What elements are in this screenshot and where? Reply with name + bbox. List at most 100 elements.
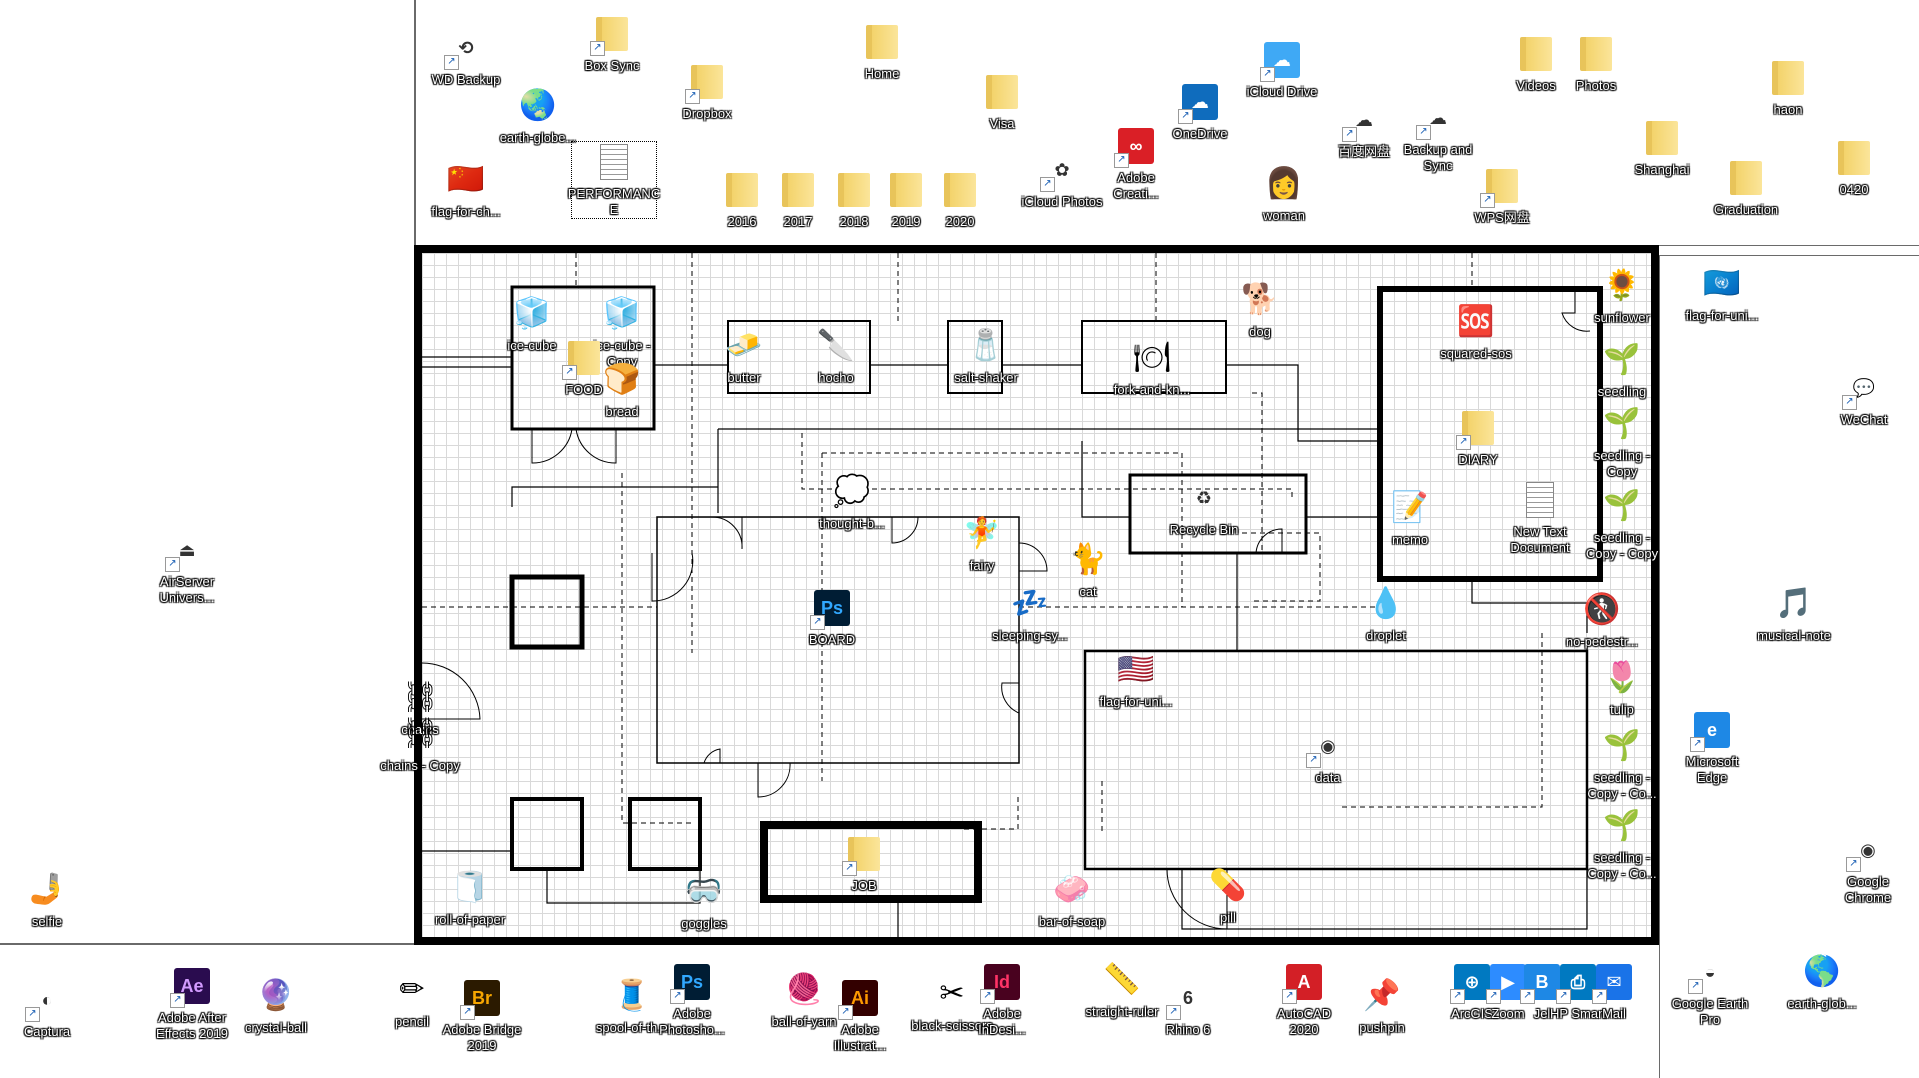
desktop-icon-backup-sync[interactable]: ☁↗Backup and Sync (1396, 98, 1480, 174)
desktop-icon-wd-backup[interactable]: ⟲↗WD Backup (424, 28, 508, 88)
desktop-icon-flag-un[interactable]: 🇺🇳flag-for-uni... (1680, 264, 1764, 324)
desktop-icon-rhino[interactable]: 6↗Rhino 6 (1146, 978, 1230, 1038)
desktop-icon-y2017[interactable]: 2017 (756, 170, 840, 230)
desktop-icon-diary[interactable]: ↗DIARY (1436, 408, 1520, 468)
desktop-icon-sleeping[interactable]: 💤sleeping-sy... (988, 584, 1072, 644)
desktop-icon-straight-ruler[interactable]: 📏straight-ruler (1080, 960, 1164, 1020)
shortcut-arrow-icon: ↗ (1688, 979, 1703, 994)
desktop-icon-food[interactable]: ↗FOOD (542, 338, 626, 398)
desktop-icon-thought-balloon[interactable]: 💭thought-b... (810, 472, 894, 532)
desktop-icon-seedling-copy-co-2[interactable]: 🌱seedling - Copy - Co... (1580, 806, 1664, 882)
desktop-icon-wechat[interactable]: 💬↗WeChat (1822, 368, 1906, 428)
desktop-icon-flag-china[interactable]: 🇨🇳flag-for-ch... (424, 160, 508, 220)
desktop-icon-autocad[interactable]: A↗AutoCAD 2020 (1262, 962, 1346, 1038)
desktop-icon-pushpin[interactable]: 📌pushpin (1340, 976, 1424, 1036)
desktop-icon-adobe-cc[interactable]: ∞↗Adobe Creati... (1094, 126, 1178, 202)
desktop-icon-butter[interactable]: 🧈butter (702, 326, 786, 386)
desktop-icon-salt-shaker[interactable]: 🧂salt-shaker (944, 326, 1028, 386)
desktop-icon-seedling[interactable]: 🌱seedling (1580, 340, 1664, 400)
desktop-icon-droplet[interactable]: 💧droplet (1344, 584, 1428, 644)
desktop-icon-google-earth[interactable]: ◒↗Google Earth Pro (1668, 952, 1752, 1028)
desktop-icon-y2016[interactable]: 2016 (700, 170, 784, 230)
icon-label: black-scissors (911, 1018, 993, 1033)
desktop-icon-woman[interactable]: 👩woman (1242, 164, 1326, 224)
desktop-icon-arcgis[interactable]: ⊕↗ArcGIS (1430, 962, 1514, 1022)
icon-label: dog (1249, 324, 1271, 339)
desktop-icon-box-sync[interactable]: ↗Box Sync (570, 14, 654, 74)
desktop-icon-musical-note[interactable]: 🎵musical-note (1752, 584, 1836, 644)
desktop-icon-crystal-ball[interactable]: 🔮crystal-ball (234, 976, 318, 1036)
desktop-icon-jelly[interactable]: B↗Jel (1500, 962, 1584, 1022)
desktop-icon-memo[interactable]: 📝memo (1368, 488, 1452, 548)
desktop-icon-visa[interactable]: Visa (960, 72, 1044, 132)
desktop-icon-performance[interactable]: PERFORMANCE (568, 141, 660, 219)
desktop-icon-dog[interactable]: 🐕dog (1218, 280, 1302, 340)
desktop-icon-photoshop[interactable]: Ps↗Adobe Photosho... (650, 962, 734, 1038)
desktop-icon-fork-knife[interactable]: 🍽fork-and-kn... (1110, 338, 1194, 398)
desktop-icon-illustrator[interactable]: Ai↗Adobe Illustrat... (818, 978, 902, 1054)
desktop-icon-chrome[interactable]: ◉↗Google Chrome (1826, 830, 1910, 906)
desktop-icon-graduation[interactable]: Graduation (1704, 158, 1788, 218)
desktop-icon-y2018[interactable]: 2018 (812, 170, 896, 230)
desktop-icon-ice-cube[interactable]: 🧊ice-cube (490, 294, 574, 354)
desktop-icon-seedling-copy-copy[interactable]: 🌱seedling - Copy - Copy (1580, 486, 1664, 562)
desktop-icon-pencil[interactable]: ✏pencil (370, 970, 454, 1030)
desktop-icon-f0420[interactable]: 0420 (1812, 138, 1896, 198)
desktop-icon-after-effects[interactable]: Ae↗Adobe After Effects 2019 (150, 966, 234, 1042)
desktop-icon-videos[interactable]: Videos (1494, 34, 1578, 94)
desktop-icon-pill[interactable]: 💊pill (1186, 866, 1270, 926)
desktop-icon-bar-of-soap[interactable]: 🧼bar-of-soap (1030, 870, 1114, 930)
desktop-icon-cat[interactable]: 🐈cat (1046, 540, 1130, 600)
desktop-icon-y2020[interactable]: 2020 (918, 170, 1002, 230)
desktop-icon-fairy[interactable]: 🧚fairy (940, 514, 1024, 574)
desktop-icon-recycle-bin[interactable]: ♻Recycle Bin (1162, 478, 1246, 538)
desktop-icon-selfie[interactable]: 🤳selfie (5, 870, 89, 930)
desktop-icon-chains[interactable]: ⛓chains (378, 678, 462, 738)
icon-label: Visa (989, 116, 1015, 131)
desktop-icon-earth-globe-bottom[interactable]: 🌎earth-glob... (1780, 952, 1864, 1012)
desktop-icon-bridge[interactable]: Br↗Adobe Bridge 2019 (440, 978, 524, 1054)
desktop-icon-ice-cube-copy[interactable]: 🧊ice-cube - Copy (580, 294, 664, 370)
desktop-icon-flag-us[interactable]: 🇺🇸flag-for-uni... (1094, 650, 1178, 710)
desktop-icon-tulip[interactable]: 🌷tulip (1580, 658, 1664, 718)
desktop-icon-airserver[interactable]: ⏏↗AirServer Univers... (145, 530, 229, 606)
desktop-icon-sunflower[interactable]: 🌻sunflower (1580, 266, 1664, 326)
desktop-icon-edge[interactable]: e↗Microsoft Edge (1670, 710, 1754, 786)
desktop-icon-dropbox[interactable]: ↗Dropbox (665, 62, 749, 122)
desktop-icon-captura[interactable]: ◐↗Captura (5, 980, 89, 1040)
desktop-icon-icloud-photos[interactable]: ✿↗iCloud Photos (1020, 150, 1104, 210)
desktop-icon-no-pedestrians[interactable]: 🚷no-pedestr... (1560, 590, 1644, 650)
desktop-icon-earth-globe-top[interactable]: 🌏earth-globe... (496, 86, 580, 146)
desktop-icon-black-scissors[interactable]: ✂black-scissors (910, 974, 994, 1034)
desktop-icon-hocho[interactable]: 🔪hocho (794, 326, 878, 386)
desktop-icon-onedrive[interactable]: ☁↗OneDrive (1158, 82, 1242, 142)
desktop-icon-squared-sos[interactable]: 🆘squared-sos (1434, 302, 1518, 362)
desktop-icon-data[interactable]: ◉↗data (1286, 726, 1370, 786)
desktop-icon-job[interactable]: ↗JOB (822, 834, 906, 894)
desktop-icon-home[interactable]: Home (840, 22, 924, 82)
desktop-icon-spool[interactable]: 🧵spool-of-th... (590, 976, 674, 1036)
desktop-icon-icloud-drive[interactable]: ☁↗iCloud Drive (1240, 40, 1324, 100)
desktop-icon-goggles[interactable]: 🥽goggles (662, 872, 746, 932)
desktop-icon-photos[interactable]: Photos (1554, 34, 1638, 94)
icon-label: Adobe Photosho... (659, 1006, 725, 1037)
desktop-icon-indesign[interactable]: Id↗Adobe InDesi... (960, 962, 1044, 1038)
desktop-icon-board[interactable]: Ps↗BOARD (790, 588, 874, 648)
desktop-icon-ball-of-yarn[interactable]: 🧶ball-of-yarn (762, 970, 846, 1030)
desktop-icon-shanghai[interactable]: Shanghai (1620, 118, 1704, 178)
board-icon: Ps↗ (810, 588, 852, 630)
desktop-icon-mail[interactable]: ✉↗Mail (1572, 962, 1656, 1022)
shortcut-arrow-icon: ↗ (460, 1005, 475, 1020)
icon-label: straight-ruler (1085, 1004, 1159, 1019)
desktop-icon-roll-of-paper[interactable]: 🧻roll-of-paper (428, 868, 512, 928)
desktop-icon-bread[interactable]: 🍞bread (580, 360, 664, 420)
desktop-icon-wps[interactable]: ↗WPS网盘 (1460, 166, 1544, 226)
desktop-icon-seedling-copy[interactable]: 🌱seedling - Copy (1580, 404, 1664, 480)
desktop-icon-y2019[interactable]: 2019 (864, 170, 948, 230)
desktop-icon-new-text-doc[interactable]: New Text Document (1498, 480, 1582, 556)
desktop-icon-hp-smart[interactable]: ⎙↗HP Smart (1536, 962, 1620, 1022)
desktop-icon-seedling-copy-co-1[interactable]: 🌱seedling - Copy - Co... (1580, 726, 1664, 802)
desktop-icon-chains-copy[interactable]: ⛓chains - Copy (378, 714, 462, 774)
desktop-icon-baidu[interactable]: ☁↗百度网盘 (1322, 100, 1406, 160)
desktop-icon-haon[interactable]: haon (1746, 58, 1830, 118)
